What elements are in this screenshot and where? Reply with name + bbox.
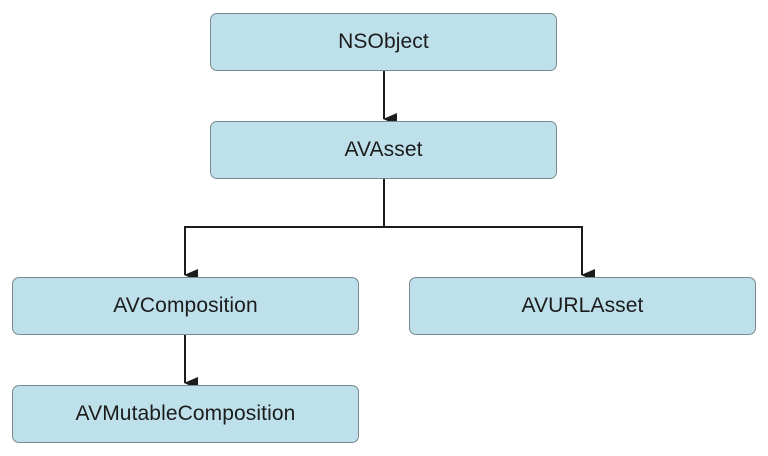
- node-label-nsobject: NSObject: [338, 30, 429, 53]
- node-label-avurlasset: AVURLAsset: [521, 294, 644, 317]
- node-avurlasset: AVURLAsset: [409, 277, 756, 335]
- node-avcomposition: AVComposition: [12, 277, 359, 335]
- edge-avasset-to-avcomposition: [184, 179, 385, 281]
- edge-avasset-to-avurlasset: [383, 179, 595, 281]
- node-avmutablecomposition: AVMutableComposition: [12, 385, 359, 443]
- node-label-avasset: AVAsset: [344, 138, 423, 161]
- node-nsobject: NSObject: [210, 13, 557, 71]
- node-label-avmutablecomposition: AVMutableComposition: [75, 402, 296, 425]
- node-avasset: AVAsset: [210, 121, 557, 179]
- node-label-avcomposition: AVComposition: [113, 294, 258, 317]
